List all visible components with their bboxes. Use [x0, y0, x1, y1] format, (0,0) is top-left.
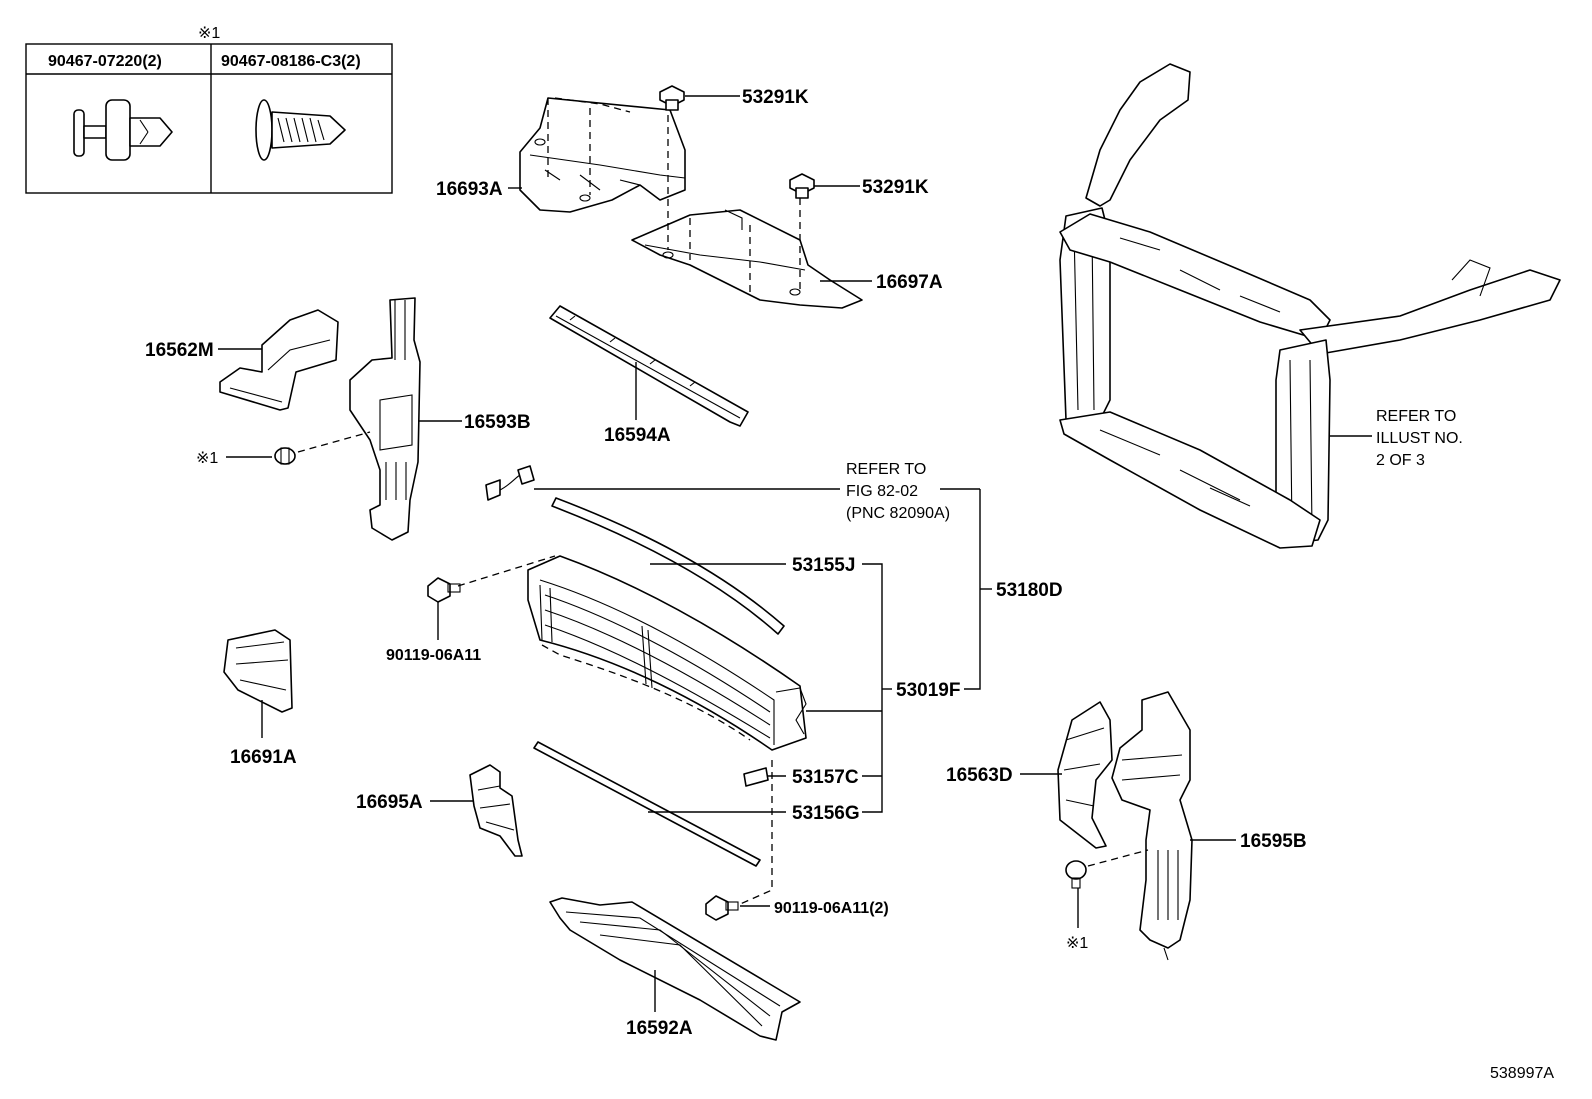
label-53291K-upper[interactable]: 53291K — [742, 87, 809, 108]
screw-clip-icon — [255, 99, 346, 161]
bolt-icon[interactable] — [659, 85, 685, 111]
screw-clip-icon[interactable] — [274, 447, 296, 465]
ref-marker-left: ※1 — [196, 450, 218, 467]
clip-53157C[interactable] — [743, 767, 769, 787]
label-16562M[interactable]: 16562M — [145, 340, 214, 361]
duct-16562M[interactable] — [219, 309, 339, 411]
air-deflector-lower-16697A[interactable] — [631, 209, 863, 309]
air-deflector-upper-16693A[interactable] — [519, 97, 686, 213]
label-16695A[interactable]: 16695A — [356, 792, 423, 813]
air-deflector-lower-16592A[interactable] — [549, 897, 801, 1041]
seal-16594A[interactable] — [549, 305, 749, 427]
label-53291K-lower[interactable]: 53291K — [862, 177, 929, 198]
label-16563D[interactable]: 16563D — [946, 765, 1013, 786]
label-90119-06A11[interactable]: 90119-06A11 — [386, 647, 481, 664]
duct-16691A[interactable] — [223, 629, 293, 713]
label-90119-06A11-2[interactable]: 90119-06A11(2) — [774, 900, 889, 917]
duct-16563D[interactable] — [1057, 701, 1113, 849]
shutter-assembly-53019F[interactable] — [527, 555, 807, 751]
bolt-icon[interactable] — [427, 577, 461, 603]
label-53155J[interactable]: 53155J — [792, 555, 855, 576]
duct-16695A[interactable] — [469, 764, 523, 857]
screw-clip-icon[interactable] — [1065, 860, 1087, 889]
legend-col2-partno[interactable]: 90467-08186-C3(2) — [221, 53, 361, 70]
label-53157C[interactable]: 53157C — [792, 767, 859, 788]
legend-col1-partno[interactable]: 90467-07220(2) — [48, 53, 162, 70]
ref-marker-right: ※1 — [1066, 935, 1088, 952]
refer-illust-line1: REFER TO — [1376, 408, 1456, 425]
label-16691A[interactable]: 16691A — [230, 747, 297, 768]
refer-illust-line2: ILLUST NO. — [1376, 430, 1463, 447]
bolt-icon[interactable] — [705, 895, 739, 921]
label-16594A[interactable]: 16594A — [604, 425, 671, 446]
fastener-legend-table: ※1 90467-07220(2) 90467-08186-C3(2) — [25, 25, 393, 194]
side-seal-16595B[interactable] — [1111, 691, 1193, 961]
label-53019F[interactable]: 53019F — [896, 680, 960, 701]
label-16592A[interactable]: 16592A — [626, 1018, 693, 1039]
label-16697A[interactable]: 16697A — [876, 272, 943, 293]
label-53180D[interactable]: 53180D — [996, 580, 1063, 601]
side-seal-16593B[interactable] — [349, 297, 421, 541]
seal-53156G[interactable] — [533, 741, 761, 867]
legend-marker: ※1 — [198, 25, 220, 42]
label-53156G[interactable]: 53156G — [792, 803, 860, 824]
diagram-id: 538997A — [1490, 1065, 1554, 1082]
label-16595B[interactable]: 16595B — [1240, 831, 1307, 852]
refer-fig-line1: REFER TO — [846, 461, 926, 478]
label-16593B[interactable]: 16593B — [464, 412, 531, 433]
refer-fig-line2: FIG 82-02 — [846, 483, 918, 500]
label-16693A[interactable]: 16693A — [436, 179, 503, 200]
harness-connector[interactable] — [485, 465, 535, 501]
refer-illust-line3: 2 OF 3 — [1376, 452, 1425, 469]
refer-fig-line3: (PNC 82090A) — [846, 505, 950, 522]
seal-53155J[interactable] — [551, 497, 785, 635]
push-clip-icon — [73, 99, 173, 161]
bolt-icon[interactable] — [789, 173, 815, 199]
radiator-support-assembly[interactable] — [1059, 63, 1561, 549]
